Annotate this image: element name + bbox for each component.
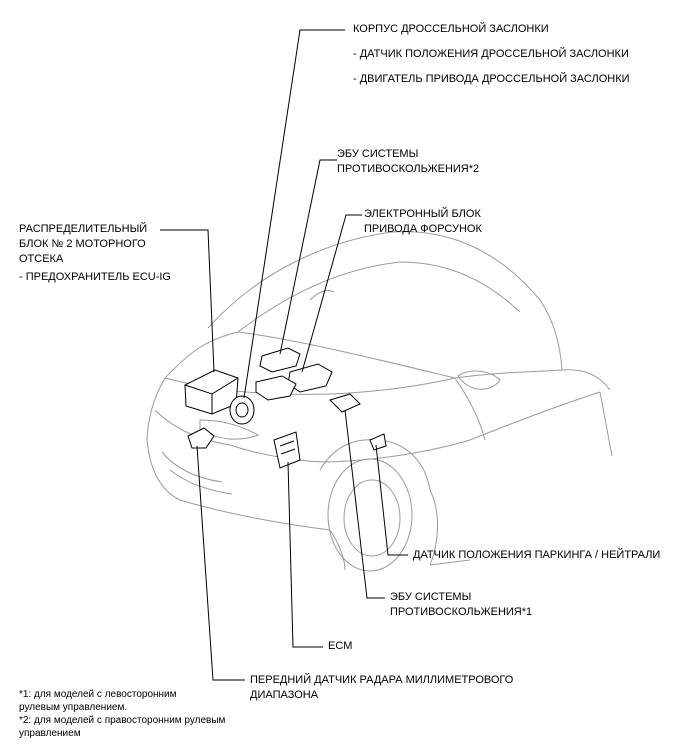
leader-lines <box>160 29 408 681</box>
skid-control-ecu-2-label: ЭБУ СИСТЕМЫ ПРОТИВОСКОЛЬЖЕНИЯ*2 <box>337 147 479 177</box>
throttle-motor-item: - ДВИГАТЕЛЬ ПРИВОДА ДРОССЕЛЬНОЙ ЗАСЛОНКИ <box>353 73 630 85</box>
relay-block-line1: РАСПРЕДЕЛИТЕЛЬНЫЙ <box>19 223 148 235</box>
skid-control-ecu-1-label: ЭБУ СИСТЕМЫ ПРОТИВОСКОЛЬЖЕНИЯ*1 <box>390 590 532 620</box>
components <box>184 347 387 469</box>
radar-line1: ПЕРЕДНИЙ ДАТЧИК РАДАРА МИЛЛИМЕТРОВОГО <box>250 674 514 686</box>
skid-ecu-2-line2: ПРОТИВОСКОЛЬЖЕНИЯ*2 <box>337 163 480 175</box>
park-neutral-sensor-label: ДАТЧИК ПОЛОЖЕНИЯ ПАРКИНГА / НЕЙТРАЛИ <box>413 549 661 561</box>
car-outline <box>146 231 613 572</box>
ecm-label: ECM <box>328 640 353 652</box>
relay-block-line3: ОТСЕКА <box>19 253 64 265</box>
radar-line2: ДИАПАЗОНА <box>250 689 319 701</box>
skid-ecu-1-line2: ПРОТИВОСКОЛЬЖЕНИЯ*1 <box>390 606 533 618</box>
injector-driver-line2: ПРИВОДА ФОРСУНОК <box>364 223 482 235</box>
relay-block-label: РАСПРЕДЕЛИТЕЛЬНЫЙ БЛОК № 2 МОТОРНОГО ОТС… <box>19 222 171 285</box>
throttle-body-title: КОРПУС ДРОССЕЛЬНОЙ ЗАСЛОНКИ <box>353 23 549 35</box>
ecu-ig-fuse-item: - ПРЕДОХРАНИТЕЛЬ ECU-IG <box>19 271 171 283</box>
injector-driver-line1: ЭЛЕКТРОННЫЙ БЛОК <box>364 208 481 220</box>
skid-ecu-2-line1: ЭБУ СИСТЕМЫ <box>337 148 419 160</box>
footnotes: *1: для моделей с левосторонним рулевым … <box>19 688 225 740</box>
footnote-2-line2: управлением <box>19 728 81 739</box>
injector-driver-label: ЭЛЕКТРОННЫЙ БЛОК ПРИВОДА ФОРСУНОК <box>364 207 482 237</box>
footnote-1-line1: *1: для моделей с левосторонним <box>19 689 177 700</box>
skid-ecu-1-line1: ЭБУ СИСТЕМЫ <box>390 591 472 603</box>
radar-sensor-label: ПЕРЕДНИЙ ДАТЧИК РАДАРА МИЛЛИМЕТРОВОГО ДИ… <box>250 673 513 703</box>
throttle-position-sensor-item: - ДАТЧИК ПОЛОЖЕНИЯ ДРОССЕЛЬНОЙ ЗАСЛОНКИ <box>353 48 629 60</box>
throttle-body-label: КОРПУС ДРОССЕЛЬНОЙ ЗАСЛОНКИ - ДАТЧИК ПОЛ… <box>353 22 630 87</box>
footnote-1-line2: рулевым управлением. <box>19 702 128 713</box>
footnote-2-line1: *2: для моделей с правосторонним рулевым <box>19 715 226 726</box>
relay-block-line2: БЛОК № 2 МОТОРНОГО <box>19 238 146 250</box>
